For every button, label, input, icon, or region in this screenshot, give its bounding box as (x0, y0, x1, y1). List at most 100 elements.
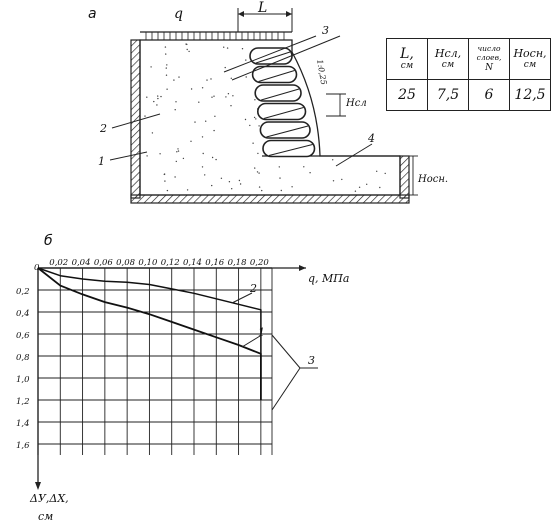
soil-dot (354, 190, 357, 192)
soil-dot (204, 174, 206, 176)
y-tick-label: 1,2 (16, 397, 30, 407)
geotextile-wrap-line (261, 88, 300, 101)
soil-dot (224, 66, 226, 69)
soil-dot (214, 115, 216, 118)
soil-dot (225, 96, 227, 98)
load-arrows (145, 32, 285, 40)
header-hosn-main: Носн, (513, 47, 547, 61)
soil-dot (201, 166, 204, 168)
header-n-sub: N (485, 62, 493, 73)
parameter-table-value-row: 25 7,5 6 12,5 (386, 79, 551, 111)
soil-dot (174, 109, 176, 111)
callout-2-leader (111, 113, 161, 129)
soil-dot (223, 46, 225, 48)
load-label: q (174, 6, 183, 22)
soil-dot (228, 181, 231, 183)
soil-dot (198, 101, 200, 103)
header-l-main: L, (400, 45, 414, 62)
soil-dots (144, 43, 386, 192)
soil-dot (202, 152, 204, 155)
callout-3-leader-a (223, 35, 317, 73)
header-hsl-sub: см (441, 59, 455, 70)
soil-dot (220, 177, 223, 179)
callout-a-3: 3 (322, 24, 329, 37)
x-tick-label: 0,06 (94, 258, 114, 268)
soil-dot (150, 66, 152, 68)
x-axis-label: q, МПа (308, 272, 349, 285)
soil-dot (186, 189, 189, 191)
y-tick-label: 1,6 (16, 441, 30, 451)
soil-dot (166, 189, 169, 192)
soil-dot (151, 132, 154, 134)
soil-dot (176, 151, 178, 153)
soil-dot (239, 183, 242, 185)
soil-dot (249, 124, 251, 127)
x-tick-label: 0,02 (49, 258, 68, 268)
soil-dot (206, 79, 208, 81)
header-cell-hosn: Носн,см (509, 38, 551, 80)
soil-dot (215, 158, 217, 161)
soil-dot (186, 48, 188, 51)
callout-a-4: 4 (367, 132, 375, 145)
soil-dot (194, 121, 196, 123)
soil-dot (175, 101, 177, 103)
parameter-table: L,см Нсл,см число слоев,N Носн,см 25 7,5… (386, 38, 551, 111)
soil-dot (146, 96, 148, 98)
y-axis-label-1: ΔУ,ΔХ, (29, 492, 69, 505)
soil-dot (159, 153, 161, 155)
right-wall (399, 155, 410, 199)
soil-dot (226, 47, 229, 49)
bottom-floor (130, 194, 410, 204)
soil-dot (366, 183, 368, 185)
value-cell-l: 25 (386, 79, 428, 111)
geotextile-layer (262, 139, 316, 158)
soil-dot (257, 152, 259, 155)
soil-dot (177, 148, 179, 150)
header-l-sub: см (400, 60, 414, 71)
header-cell-n: число слоев,N (468, 38, 510, 80)
soil-dot (241, 48, 244, 50)
soil-dot (164, 180, 166, 182)
callout-b-3: 3 (308, 354, 315, 367)
soil-dot (254, 167, 256, 169)
soil-dot (379, 186, 381, 189)
soil-dot (188, 50, 190, 53)
soil-dot (258, 172, 260, 174)
callout-3-leader-b (231, 35, 341, 81)
soil-dot (178, 76, 180, 78)
value-cell-n: 6 (468, 79, 510, 111)
header-cell-hsl: Нсл,см (427, 38, 469, 80)
callout-b-1-leader (241, 335, 261, 348)
soil-dot (146, 155, 148, 157)
series-line-2 (37, 267, 262, 354)
geotextile-layer (251, 65, 298, 84)
x-tick-label: 0,08 (116, 258, 136, 268)
soil-dot (253, 116, 256, 119)
geotextile-wrap-line (266, 125, 309, 138)
value-cell-hosn: 12,5 (509, 79, 551, 111)
soil-dot (165, 53, 167, 55)
value-cell-hsl: 7,5 (427, 79, 469, 111)
soil-dot (211, 156, 214, 159)
soil-dot (201, 87, 204, 89)
header-hosn-sub: см (523, 59, 537, 70)
callout-b-2: 2 (249, 282, 257, 295)
soil-dot (156, 104, 158, 106)
y-tick-label: 0,4 (16, 309, 30, 319)
geotextile-wrap-line (263, 106, 304, 120)
soil-dot (166, 64, 168, 66)
soil-dot (258, 186, 261, 188)
soil-dot (358, 186, 361, 188)
soil-dot (153, 100, 155, 103)
soil-dot (186, 43, 188, 46)
y-axis-label-2: см (38, 510, 53, 523)
soil-dot (227, 93, 230, 95)
soil-dot (190, 140, 192, 142)
soil-dot (211, 96, 213, 98)
soil-dot (245, 76, 247, 78)
soil-dot (157, 95, 159, 97)
parameter-table-header-row: L,см Нсл,см число слоев,N Носн,см (386, 38, 551, 80)
geotextile-wrap-line (258, 69, 295, 83)
